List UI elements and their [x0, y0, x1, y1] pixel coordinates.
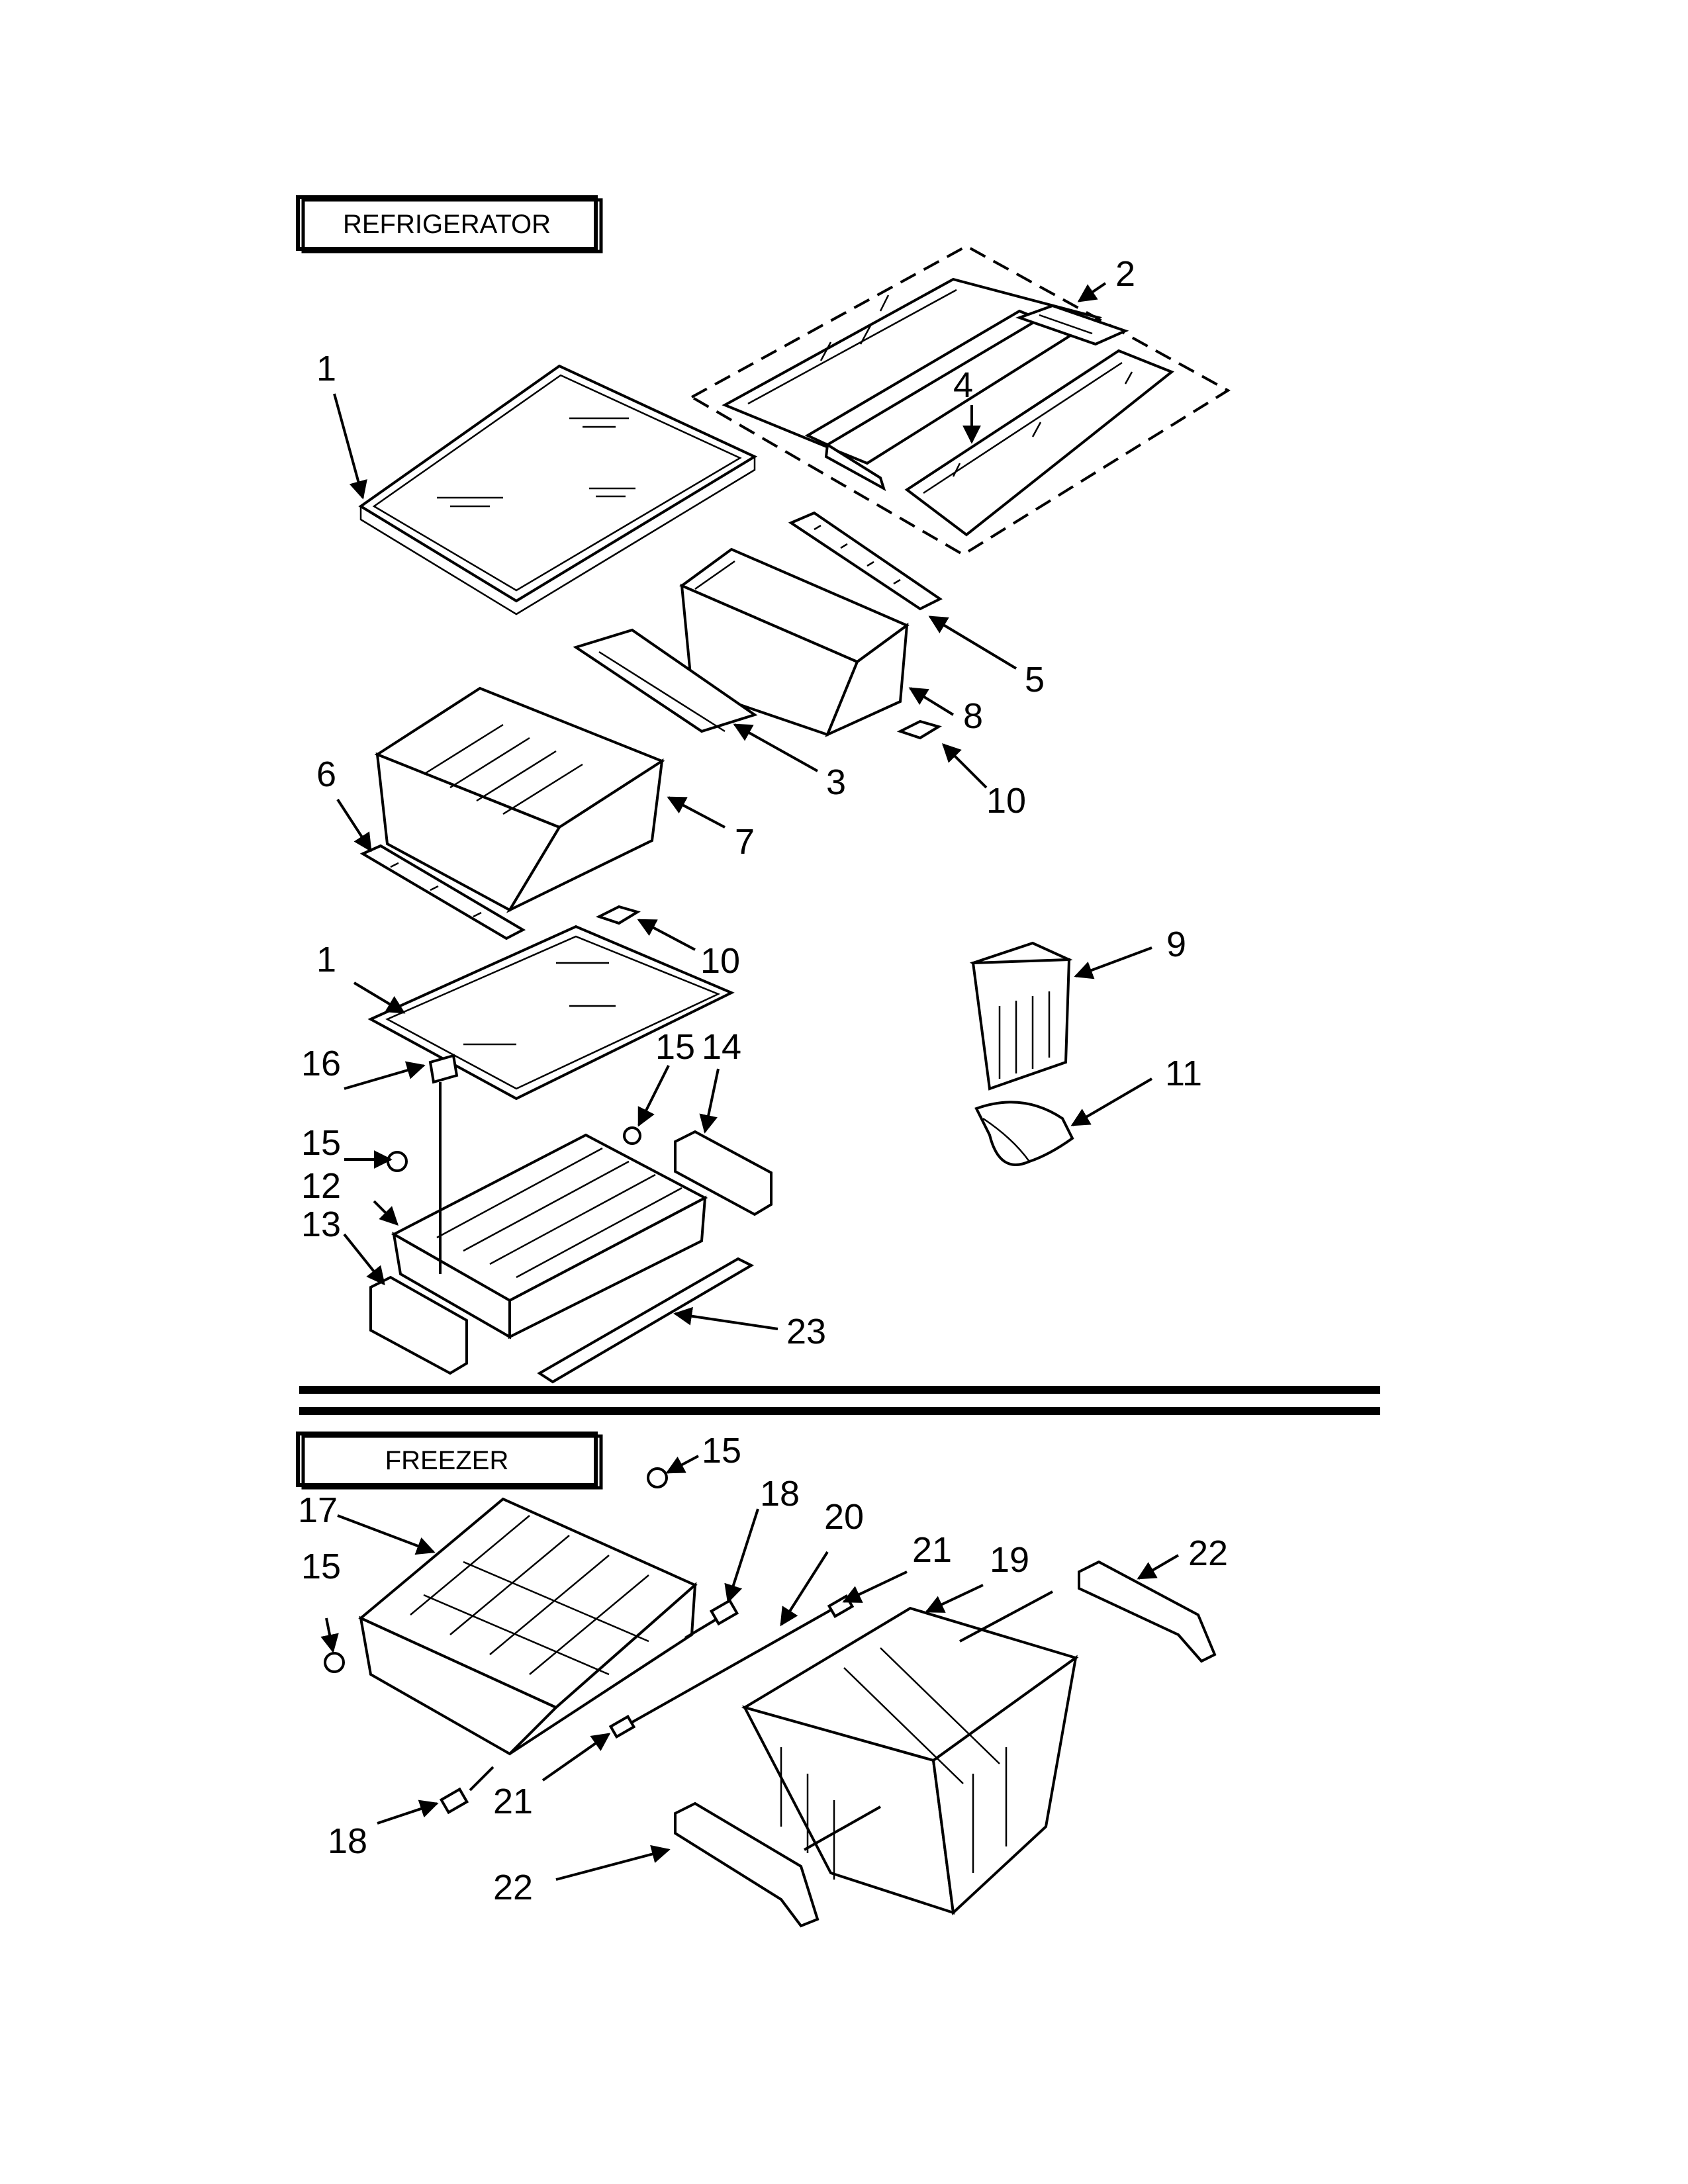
slide-part22-upper: [959, 1560, 1217, 1663]
callout-19: 19: [990, 1540, 1029, 1580]
refrigerator-section-title: REFRIGERATOR: [296, 195, 603, 253]
pan-bracket-part14: [674, 1130, 773, 1216]
shelf-bracket-part2: [1015, 304, 1129, 346]
freezer-section-title: FREEZER: [296, 1432, 603, 1490]
callout-leaders: [320, 282, 1180, 1881]
callout-22-upper: 22: [1188, 1533, 1228, 1573]
roller-part15-d: [324, 1652, 345, 1673]
rail-part23: [537, 1257, 755, 1384]
callout-14: 14: [702, 1027, 741, 1067]
callout-5: 5: [1025, 660, 1045, 700]
drawer-rail-part5: [788, 511, 943, 611]
callout-15-freezer-top: 15: [702, 1431, 741, 1471]
callout-18-upper: 18: [760, 1474, 800, 1514]
callout-21-upper: 21: [912, 1530, 952, 1570]
callout-2: 2: [1115, 254, 1135, 294]
callout-10-upper: 10: [986, 781, 1026, 821]
drawer-rail-part6: [359, 844, 526, 940]
pin-part18-a: [684, 1598, 739, 1639]
callout-8: 8: [963, 696, 983, 736]
callout-labels: 1 2 4 5 8 3 10 6 7 10 9 1 16 15 14 15 12…: [298, 254, 1228, 1907]
callout-1-lower: 1: [316, 940, 336, 979]
slide-part10-lower: [595, 905, 641, 925]
freezer-basket-lower: [741, 1606, 1079, 1916]
film-part11: [974, 1101, 1074, 1166]
callout-9: 9: [1166, 925, 1186, 964]
roller-part15-a: [623, 1126, 641, 1145]
pan-bracket-part13: [369, 1275, 468, 1375]
callout-6: 6: [316, 754, 336, 794]
callout-17: 17: [298, 1490, 338, 1530]
callout-15-shelf: 15: [655, 1027, 695, 1067]
callout-13: 13: [301, 1205, 341, 1244]
callout-4: 4: [953, 365, 973, 405]
callout-22-lower: 22: [493, 1868, 533, 1907]
meat-pan-part12: [391, 1133, 708, 1340]
slide-part10-upper: [896, 719, 942, 740]
freezer-title-text: FREEZER: [385, 1446, 509, 1475]
callout-7: 7: [735, 822, 755, 862]
crisper-drawer-small: [679, 547, 910, 737]
freezer-basket-upper: [358, 1497, 698, 1756]
drawer-cover-part3: [573, 628, 758, 733]
refrigerator-title-text: REFRIGERATOR: [343, 210, 551, 239]
shelf-assembly-outline: [688, 244, 1231, 557]
callout-23: 23: [786, 1312, 826, 1351]
callout-10-lower: 10: [700, 941, 740, 981]
callout-15-pan: 15: [301, 1123, 341, 1163]
callout-3: 3: [826, 762, 846, 802]
roller-part15-b: [387, 1151, 408, 1172]
glass-shelf-upper: [358, 364, 758, 615]
pin-part18-b: [439, 1766, 494, 1815]
slide-part22-lower: [674, 1801, 881, 1928]
glass-shelf-lower: [367, 925, 735, 1101]
pan-hanger-part16: [428, 1054, 459, 1274]
crisper-drawer-large: [374, 686, 665, 913]
half-shelf-right: [904, 349, 1174, 537]
callout-16: 16: [301, 1044, 341, 1083]
callout-1-upper: 1: [316, 349, 336, 388]
callout-18-lower: 18: [328, 1821, 367, 1861]
callout-15-freezer-left: 15: [301, 1547, 341, 1586]
roller-part15-c: [647, 1467, 668, 1488]
accessory-bin-part9: [969, 941, 1073, 1091]
callout-12: 12: [301, 1166, 341, 1206]
callout-20: 20: [824, 1497, 864, 1537]
callout-21-lower: 21: [493, 1782, 533, 1821]
callout-11: 11: [1165, 1054, 1202, 1093]
